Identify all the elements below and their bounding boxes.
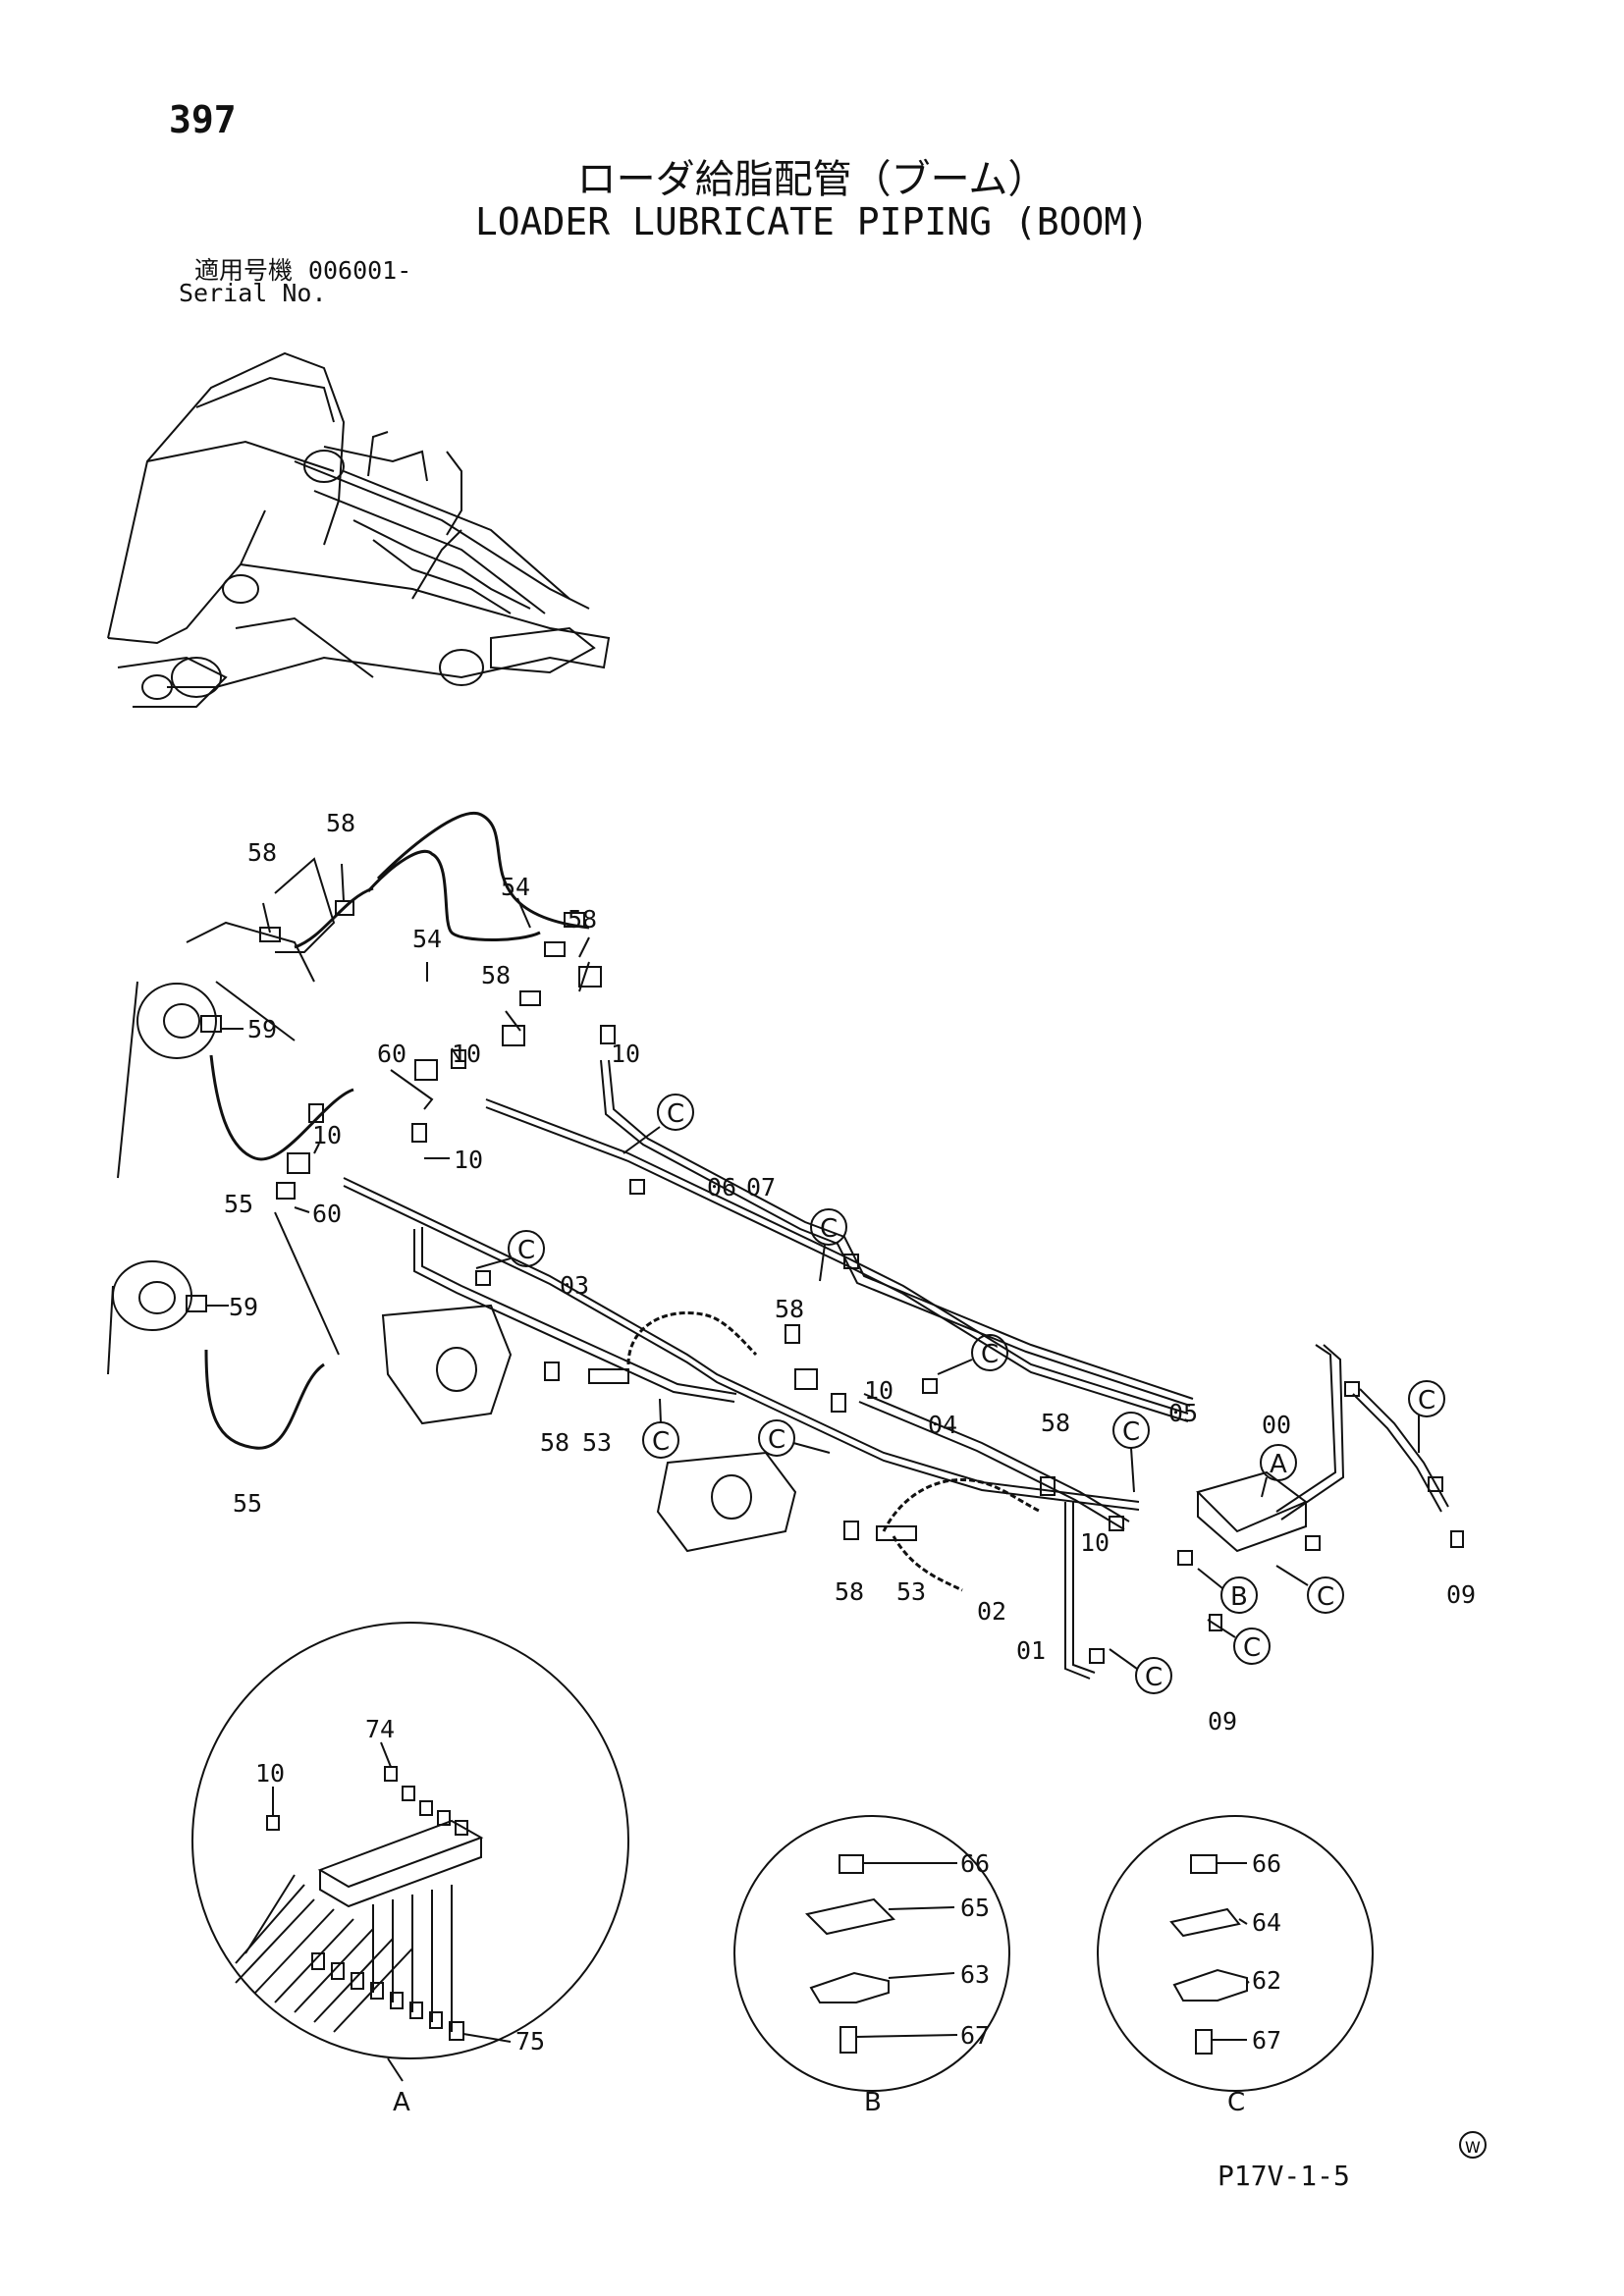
boom-overview-sketch [107,351,611,708]
label-58-c: 58 [568,905,597,934]
callout-c-9: C [1317,1582,1334,1612]
label-60-b: 60 [312,1200,342,1228]
detail-a-label: A [393,2088,410,2117]
serial-value: 006001- [307,256,412,285]
detail-c: 66 64 62 67 C [1097,1815,1374,2117]
label-74: 74 [365,1715,395,1743]
detail-c-label: C [1227,2088,1245,2117]
title-english: LOADER LUBRICATE PIPING (BOOM) [474,200,1150,243]
label-00: 00 [1262,1411,1291,1439]
serial-jp-row: 適用号機 006001- [194,251,411,287]
label-67-c: 67 [1252,2026,1281,2055]
callout-c-7: C [1122,1417,1140,1447]
label-58-g: 58 [1041,1409,1070,1437]
label-58-a: 58 [326,809,355,837]
label-64: 64 [1252,1908,1281,1937]
label-75: 75 [515,2027,545,2056]
callout-c-4: C [981,1340,999,1369]
label-10-d: 10 [454,1146,483,1174]
callout-a: A [1270,1450,1287,1479]
label-02: 02 [977,1597,1006,1626]
callout-c-11: C [1145,1663,1163,1692]
label-01: 01 [1016,1636,1046,1665]
label-59-a: 59 [247,1015,277,1043]
callout-c-3: C [517,1236,535,1265]
footer-code: P17V-1-5 [1218,2160,1350,2192]
callout-c-5: C [652,1427,670,1457]
page-number: 397 [169,98,237,141]
label-55-b: 55 [233,1489,262,1518]
callout-letters: C C C C C C C C C C C B A [517,1099,1435,1692]
callout-c-6: C [768,1425,785,1455]
label-04: 04 [928,1411,957,1439]
callout-c-8: C [1418,1386,1435,1415]
detail-a: 74 10 75 A [191,1622,629,2117]
watermark-letter: W [1465,2138,1481,2157]
label-62: 62 [1252,1966,1281,1995]
main-piping-diagram: C C C C C C C C C C C B A 58 58 54 58 54… [107,809,1476,1735]
serial-en-label: Serial No. [179,279,327,307]
label-54-b: 54 [412,925,442,953]
boom-pin-bosses [107,857,797,1553]
label-10-g: 10 [255,1759,285,1788]
label-59-b: 59 [229,1293,258,1321]
label-53-a: 53 [582,1428,612,1457]
detail-b-label: B [864,2088,882,2117]
label-10-b: 10 [452,1040,481,1068]
label-55-a: 55 [224,1190,253,1218]
label-58-e: 58 [775,1295,804,1323]
label-03: 03 [560,1271,589,1300]
callout-c-10: C [1243,1633,1261,1663]
detail-b: 66 65 63 67 B [733,1815,1010,2117]
callout-c-1: C [667,1099,684,1129]
label-66-b: 66 [960,1849,990,1878]
label-65: 65 [960,1894,990,1922]
label-58-f: 58 [540,1428,569,1457]
title-japanese: ローダ給脂配管（ブーム） [576,157,1048,202]
label-58-h: 58 [835,1577,864,1606]
label-05: 05 [1168,1399,1198,1427]
label-10-a: 10 [611,1040,640,1068]
part-labels: 58 58 54 58 54 58 59 10 60 10 10 10 55 6… [224,809,1476,1735]
label-67-b: 67 [960,2021,990,2050]
label-09-a: 09 [1446,1580,1476,1609]
fittings [186,900,1464,1664]
callout-c-markers [475,1094,1445,1694]
label-58-d: 58 [481,961,511,989]
label-10-c: 10 [312,1121,342,1149]
label-10-e: 10 [864,1376,893,1405]
leader-lines [206,863,590,1356]
watermark-w-icon: W [1459,2131,1487,2159]
label-66-c: 66 [1252,1849,1281,1878]
label-63: 63 [960,1960,990,1989]
label-10-f: 10 [1080,1528,1110,1557]
label-58-b: 58 [247,838,277,867]
label-53-b: 53 [896,1577,926,1606]
callout-c-2: C [820,1214,838,1244]
label-07: 07 [746,1173,776,1201]
label-60-a: 60 [377,1040,406,1068]
callout-b: B [1230,1582,1248,1612]
label-54-a: 54 [501,873,530,901]
serial-jp-label: 適用号機 [194,256,294,285]
label-09-b: 09 [1208,1707,1237,1735]
label-06: 06 [707,1173,736,1201]
